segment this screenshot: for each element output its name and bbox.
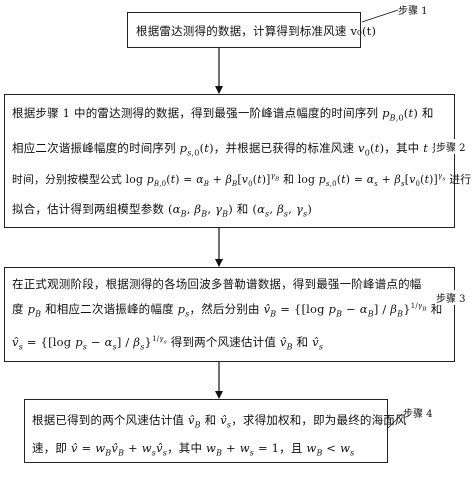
step-2-text-4: 拟合，估计得到两组模型参数 (αB, βB, γB) 和 (αs, βs, γs… [12, 202, 313, 219]
step-1-text-1: 根据雷达测得的数据，计算得到标准风速 v₀(t) [136, 24, 377, 38]
leader-step-1 [361, 9, 399, 23]
step-4-label: 步骤 4 [403, 409, 433, 420]
step-1-label: 步骤 1 [398, 6, 428, 17]
step-3-label: 步骤 3 [435, 290, 467, 305]
step-2-label: 步骤 2 [435, 139, 467, 154]
step-2-text-1: 根据步骤 1 中的雷达测得的数据，得到最强一阶峰谱点幅度的时间序列 pB,0(t… [12, 106, 434, 123]
step-4-text-1: 根据已得到的两个风速估计值 v̂B 和 v̂s，求得加权和，即为最终的海面风 [32, 413, 407, 430]
step-4-box [24, 399, 388, 463]
step-3-text-3: v̂s = {[log ps − αs] / βs}1/γs 得到两个风速估计值… [12, 335, 324, 352]
leader-step-4 [387, 413, 403, 429]
step-3-box [4, 267, 455, 362]
step-4-text-2: 速，即 v̂ = wBv̂B + wsv̂s，其中 wB + ws = 1，且 … [32, 441, 355, 458]
step-3-text-2: 度 pB 和相应二次谐振峰的幅度 ps，然后分别由 v̂B = {[log pB… [12, 302, 443, 319]
step-2-box [4, 94, 455, 228]
step-1-box [127, 12, 361, 48]
step-2-text-3: 时间，分别按模型公式 log pB,0(t) = αB + βB[v0(t)]γ… [12, 172, 472, 189]
step-2-text-2: 相应二次谐振峰幅度的时间序列 ps,0(t)，并根据已获得的标准风速 v0(t)… [12, 141, 443, 158]
step-3-text-1: 在正式观测阶段，根据测得的各场回波多普勒谱数据，得到最强一阶峰谱点的幅 [12, 277, 422, 291]
